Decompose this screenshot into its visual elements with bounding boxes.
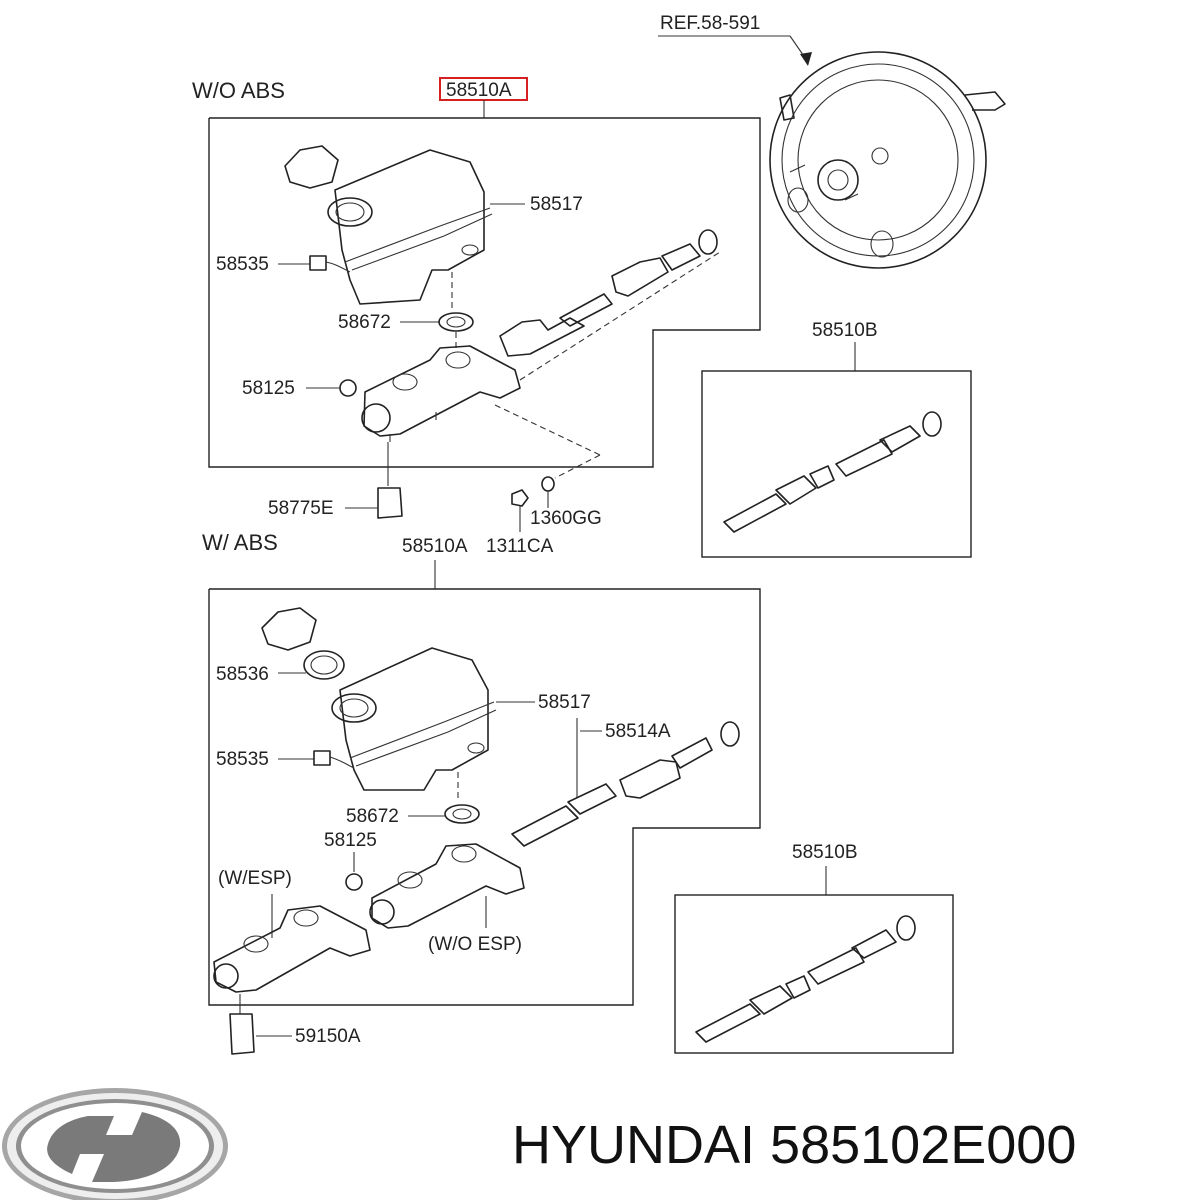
part-label-grommet-abs: 58672 — [346, 806, 399, 827]
part-label-reservoir: 58517 — [530, 194, 583, 215]
repair-kit-parts-w-abs — [695, 915, 916, 1043]
reservoir-abs — [331, 647, 497, 791]
nut — [511, 489, 529, 507]
sensor-connector — [309, 255, 327, 271]
repair-kit-frame-wo-abs — [701, 370, 972, 558]
part-label-plug: 58125 — [242, 378, 295, 399]
fitting — [377, 487, 403, 519]
sensor-connector-abs — [313, 750, 331, 766]
assembly-frame-wo-abs — [208, 117, 761, 468]
part-label-plug-abs: 58125 — [324, 830, 377, 851]
washer — [541, 476, 555, 492]
section-title-wo-abs: W/O ABS — [192, 78, 285, 103]
footer-title: HYUNDAI 585102E000 — [512, 1100, 1192, 1190]
variant-label-no-esp: (W/O ESP) — [428, 934, 522, 955]
variant-label-esp: (W/ESP) — [218, 868, 292, 889]
part-label-fitting: 58775E — [268, 498, 334, 519]
part-number: 585102E000 — [770, 1115, 1077, 1175]
reservoir-cap — [261, 607, 317, 651]
piston-assembly-abs — [511, 721, 740, 847]
assembly-label-wo-abs: 58510A — [446, 80, 512, 101]
plug — [339, 379, 357, 397]
plug-abs — [345, 873, 363, 891]
part-label-sensor: 58535 — [216, 254, 269, 275]
reservoir — [284, 145, 493, 305]
repair-kit-frame-w-abs — [674, 894, 954, 1054]
cap-seal — [303, 650, 345, 680]
part-label-pin: 58514A — [605, 721, 671, 742]
part-label-nut: 1311CA — [486, 536, 554, 557]
master-cylinder-esp — [213, 905, 371, 993]
part-label-sensor-abs: 58535 — [216, 749, 269, 770]
master-cylinder-no-esp — [369, 843, 525, 929]
brand-name: HYUNDAI — [512, 1115, 756, 1175]
brake-booster — [769, 51, 1006, 269]
kit-label-w-abs: 58510B — [792, 842, 858, 863]
part-label-reservoir-abs: 58517 — [538, 692, 591, 713]
section-title-w-abs: W/ ABS — [202, 530, 278, 555]
ref-label: REF.58-591 — [660, 13, 760, 34]
part-label-cap-seal: 58536 — [216, 664, 269, 685]
part-label-washer: 1360GG — [530, 508, 602, 529]
hyundai-logo-icon — [2, 1088, 228, 1200]
grommet-abs — [444, 804, 480, 824]
repair-kit-parts-wo-abs — [723, 411, 942, 533]
part-label-switch: 59150A — [295, 1026, 361, 1047]
assembly-label-w-abs: 58510A — [402, 536, 468, 557]
grommet — [438, 312, 474, 332]
assembly-frame-w-abs — [208, 588, 761, 1006]
part-label-grommet: 58672 — [338, 312, 391, 333]
switch — [229, 1013, 255, 1055]
kit-label-wo-abs: 58510B — [812, 320, 878, 341]
master-cylinder — [361, 345, 521, 442]
piston-assembly — [499, 229, 721, 381]
